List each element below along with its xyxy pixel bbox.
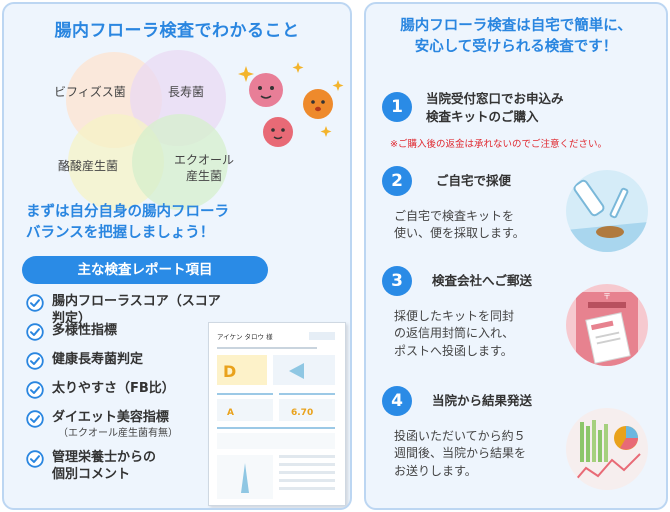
left-panel: 腸内フローラ検査でわかること ビフィズス菌 長寿菌 酪酸産生菌 エクオール 産生… [2, 2, 352, 510]
list-item-label: 多様性指標 [52, 323, 118, 338]
stool-sampling-icon [566, 179, 648, 252]
step-2-number: 2 [382, 166, 412, 196]
report-items-list: 腸内フローラスコア（スコア判定） 多様性指標 健康長寿菌判定 太りやすさ（FB比… [26, 294, 226, 490]
step-4-desc-line2: 週間後、当院から結果を [394, 446, 527, 461]
bacteria-pink-icon [249, 73, 283, 107]
list-item: 管理栄養士からの 個別コメント [26, 450, 226, 490]
venn-label-equol-line2: 産生菌 [186, 169, 223, 184]
svg-text:〒: 〒 [603, 292, 611, 301]
check-circle-icon [26, 410, 44, 428]
step-1-title: 当院受付窓口でお申込み 検査キットのご購入 [426, 90, 564, 126]
step-4-desc-line1: 投函いただいてから約５ [394, 429, 526, 443]
list-item-label-line1: 管理栄養士からの [52, 450, 157, 465]
left-subtitle: まずは自分自身の腸内フローラ バランスを把握しましょう！ [26, 202, 229, 244]
right-title-line1: 腸内フローラ検査は自宅で簡単に、 [400, 18, 632, 34]
step-3-description: 採便したキットを同封 の返信用封筒に入れ、 ポストへ投函します。 [394, 308, 514, 360]
mailbox-envelope-icon: 〒 [576, 292, 638, 366]
step-4-illustration [566, 408, 648, 490]
step-1-title-line1: 当院受付窓口でお申込み [426, 91, 564, 106]
report-sample-image: アイケン タロウ 様 D A 6.70 [208, 322, 346, 506]
list-item-label: 管理栄養士からの 個別コメント [52, 450, 156, 484]
step-4-title: 当院から結果発送 [432, 393, 533, 408]
step-4-description: 投函いただいてから約５ 週間後、当院から結果を お送りします。 [394, 428, 526, 480]
svg-text:A: A [227, 408, 234, 418]
check-circle-icon [26, 450, 44, 468]
step-2-description: ご自宅で検査キットを 使い、便を採取します。 [394, 208, 525, 243]
list-item: 多様性指標 [26, 323, 226, 352]
left-subtitle-line2: バランスを把握しましょう！ [26, 225, 215, 242]
step-3-desc-line2: の返信用封筒に入れ、 [394, 326, 515, 341]
venn-circle-equol [132, 114, 228, 210]
step-4-desc-line3: お送りします。 [394, 463, 477, 478]
venn-label-bifidus: ビフィズス菌 [54, 85, 126, 99]
list-item: 太りやすさ（FB比） [26, 381, 226, 410]
venn-label-equol: エクオール 産生菌 [174, 152, 234, 184]
step-3-illustration: 〒 [566, 284, 648, 366]
check-circle-icon [26, 352, 44, 370]
left-subtitle-line1: まずは自分自身の腸内フローラ [26, 204, 229, 220]
list-item-label: ダイエット美容指標 （エクオール産生菌有無） [52, 410, 178, 440]
sparkle-icon [238, 62, 344, 137]
venn-label-longevity: 長寿菌 [168, 85, 205, 99]
right-title-line2: 安心して受けられる検査です！ [414, 39, 618, 56]
list-item: ダイエット美容指標 （エクオール産生菌有無） [26, 410, 226, 450]
report-items-heading: 主な検査レポート項目 [22, 256, 268, 284]
venn-diagram: ビフィズス菌 長寿菌 酪酸産生菌 エクオール 産生菌 [14, 42, 274, 212]
check-circle-icon [26, 323, 44, 341]
list-item-label: 健康長寿菌判定 [52, 352, 144, 367]
step-2-title: ご自宅で採便 [436, 173, 512, 188]
report-logo [309, 332, 335, 340]
list-item-label: 太りやすさ（FB比） [52, 381, 175, 396]
results-chart-icon [573, 420, 641, 483]
list-item: 健康長寿菌判定 [26, 352, 226, 381]
step-3-desc-line3: ポストへ投函します。 [394, 343, 513, 358]
venn-label-equol-line1: エクオール [174, 153, 235, 167]
step-2-desc-line2: 使い、便を採取します。 [394, 226, 525, 241]
step-1-title-line2: 検査キットのご購入 [426, 109, 539, 125]
step-3-title: 検査会社へご郵送 [432, 273, 533, 288]
report-grade: D [223, 362, 236, 381]
left-title: 腸内フローラ検査でわかること [54, 21, 300, 41]
step-3-number: 3 [382, 266, 412, 296]
venn-label-butyrate: 酪酸産生菌 [58, 159, 119, 173]
report-score: 6.70 [291, 408, 313, 418]
right-title: 腸内フローラ検査は自宅で簡単に、 安心して受けられる検査です！ [366, 16, 666, 58]
list-item: 腸内フローラスコア（スコア判定） [26, 294, 226, 326]
report-document-icon: アイケン タロウ 様 D A 6.70 [217, 332, 335, 499]
step-1-number: 1 [382, 92, 412, 122]
check-circle-icon [26, 294, 44, 312]
bacteria-characters-illustration [238, 62, 344, 147]
step-2-desc-line1: ご自宅で検査キットを [394, 209, 515, 223]
step-3-desc-line1: 採便したキットを同封 [394, 309, 515, 323]
bacteria-orange-icon [303, 89, 333, 119]
list-item-label-main: ダイエット美容指標 [52, 410, 169, 425]
list-item-label-line2: 個別コメント [52, 466, 131, 482]
list-item-label: 腸内フローラスコア（スコア判定） [52, 294, 221, 326]
step-2-illustration [566, 170, 648, 252]
list-item-sublabel: （エクオール産生菌有無） [58, 427, 178, 439]
report-name: アイケン タロウ 様 [217, 332, 273, 341]
step-4-number: 4 [382, 386, 412, 416]
bacteria-red-icon [263, 117, 293, 147]
step-1-note: ※ご購入後の返金は承れないのでご注意ください。 [390, 139, 607, 150]
right-panel: 腸内フローラ検査は自宅で簡単に、 安心して受けられる検査です！ 1 当院受付窓口… [364, 2, 668, 510]
check-circle-icon [26, 381, 44, 399]
